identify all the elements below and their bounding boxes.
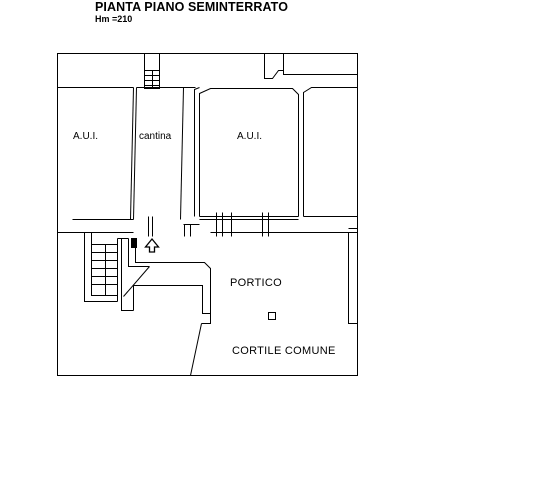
room-label-aui-left: A.U.I. — [73, 131, 99, 142]
meter-box — [131, 238, 137, 248]
top-right-notch — [283, 53, 358, 75]
portico-right-wall — [348, 232, 358, 324]
outer-boundary — [57, 53, 358, 376]
courtyard-diagonal-wall — [190, 323, 202, 376]
right-unit-wall — [303, 87, 358, 217]
stairwell-outline — [84, 232, 118, 302]
cantina-right-wall — [180, 87, 184, 220]
room-label-cantina: cantina — [139, 131, 172, 142]
cantina-left-wall-inner — [133, 87, 137, 220]
plan-title: PIANTA PIANO SEMINTERRATO — [95, 0, 289, 14]
room-label-aui-center: A.U.I. — [237, 131, 263, 142]
height-note: Hm =210 — [95, 14, 133, 24]
cantina-left-wall — [130, 87, 134, 220]
center-unit-right-wall — [257, 88, 299, 217]
portico-left-wall — [152, 262, 211, 324]
entrance-arrow-icon — [144, 237, 160, 253]
top-corridor-wall — [264, 53, 284, 79]
center-unit-left-wall — [199, 88, 258, 217]
room-label-cortile: CORTILE COMUNE — [232, 345, 336, 357]
portico-pillar — [268, 312, 276, 320]
room-label-portico: PORTICO — [230, 277, 283, 289]
